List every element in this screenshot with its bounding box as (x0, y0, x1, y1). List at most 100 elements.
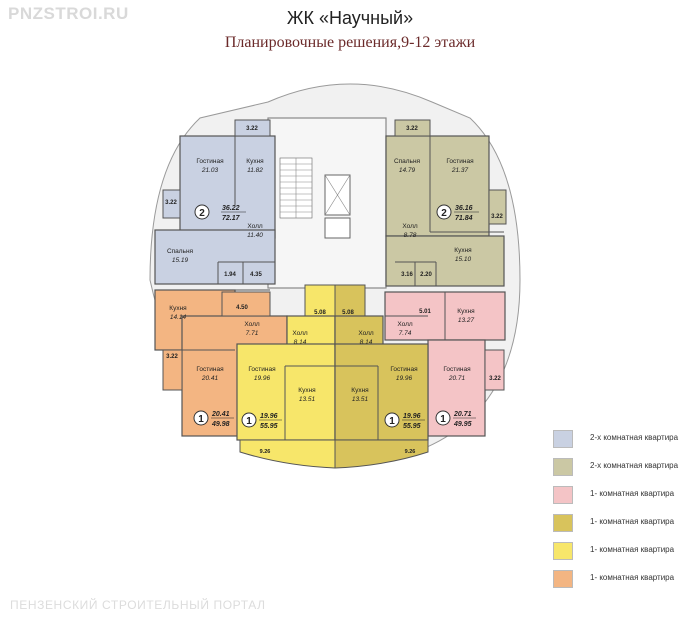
pk-hall-area: 7.74 (399, 330, 412, 337)
bl-wc1-area: 1.94 (224, 272, 236, 278)
svg-text:1: 1 (198, 414, 204, 425)
ol-wc1-area: 3.16 (401, 272, 413, 278)
pk-wc-area: 5.01 (419, 309, 431, 315)
svg-text:55.95: 55.95 (403, 423, 421, 430)
bl-living-area: 21.03 (201, 167, 219, 174)
legend-label: 1- комнатная квартира (590, 517, 675, 526)
yl-kitchen-name: Кухня (298, 387, 316, 394)
ol-kitchen-area: 15.10 (455, 256, 472, 263)
ol-living-name: Гостиная (446, 158, 474, 165)
bl-kitchen-name: Кухня (246, 158, 264, 165)
legend-swatch (553, 514, 573, 532)
or-kitchen-name: Кухня (169, 305, 187, 312)
dy-kitchen-name: Кухня (351, 387, 369, 394)
page-title: ЖК «Научный» (286, 8, 414, 28)
legend-item: 1- комнатная квартира (553, 512, 700, 540)
legend-label: 1- комнатная квартира (590, 489, 675, 498)
or-hall-name: Холл (244, 321, 260, 328)
pk-living-name: Гостиная (443, 366, 471, 373)
ol-balcony2-area: 3.22 (491, 214, 503, 220)
legend: 2-х комнатная квартира 2-х комнатная ква… (553, 428, 700, 596)
elevator-shaft-2 (324, 217, 351, 239)
legend-item: 1- комнатная квартира (553, 568, 700, 596)
legend-item: 2-х комнатная квартира (553, 456, 700, 484)
badge-blue: 2 36.22 72.17 (194, 204, 246, 222)
badge-pink: 1 20.71 49.95 (435, 410, 476, 428)
ol-hall-area: 8.78 (404, 232, 417, 239)
bl-wc2-area: 4.35 (250, 272, 262, 278)
page-subtitle: Планировочные решения,9-12 этажи (224, 34, 476, 51)
badge-dark-yellow: 1 19.96 55.95 (384, 412, 425, 430)
legend-swatch (553, 486, 573, 504)
legend-swatch (553, 458, 573, 476)
bl-bed-name: Спальня (167, 248, 194, 255)
pk-living-area: 20.71 (448, 375, 466, 382)
yl-hall-name: Холл (292, 330, 308, 337)
or-balcony-area: 3.22 (166, 354, 178, 360)
legend-swatch (553, 570, 573, 588)
dy-wc-area: 5.08 (342, 310, 354, 316)
svg-text:20.41: 20.41 (211, 411, 230, 418)
bl-living-name: Гостиная (196, 158, 224, 165)
svg-text:19.96: 19.96 (260, 413, 278, 420)
or-living-area: 20.41 (201, 375, 219, 382)
dy-living-name: Гостиная (390, 366, 418, 373)
pk-balcony-area: 3.22 (489, 376, 501, 382)
badge-olive: 2 36.16 71.84 (436, 204, 479, 222)
svg-text:55.95: 55.95 (260, 423, 278, 430)
legend-label: 2-х комнатная квартира (590, 461, 679, 470)
ol-wc2-area: 2.20 (420, 272, 432, 278)
bl-bed-area: 15.19 (172, 257, 189, 264)
dy-balcony-area: 9.26 (405, 449, 416, 455)
ol-balcony-area: 3.22 (406, 126, 418, 132)
svg-text:72.17: 72.17 (222, 215, 241, 222)
badge-orange: 1 20.41 49.98 (193, 410, 234, 428)
ol-kitchen-name: Кухня (454, 247, 472, 254)
legend-item: 2-х комнатная квартира (553, 428, 700, 456)
svg-text:2: 2 (441, 208, 447, 219)
svg-text:19.96: 19.96 (403, 413, 421, 420)
ol-bed-name: Спальня (394, 158, 421, 165)
svg-text:49.95: 49.95 (453, 421, 472, 428)
staircase (279, 157, 313, 219)
svg-text:49.98: 49.98 (211, 421, 230, 428)
svg-text:1: 1 (246, 416, 252, 427)
svg-text:1: 1 (389, 416, 395, 427)
svg-text:36.22: 36.22 (222, 205, 240, 212)
apartment-blue (154, 119, 276, 285)
ol-bed-area: 14.79 (399, 167, 416, 174)
badge-yellow: 1 19.96 55.95 (241, 412, 282, 430)
ol-hall-name: Холл (402, 223, 418, 230)
pk-kitchen-area: 13.27 (458, 317, 475, 324)
apartment-dark-yellow (334, 284, 429, 469)
svg-text:2: 2 (199, 208, 205, 219)
dy-hall-area: 8.14 (360, 339, 373, 346)
apartment-olive (385, 119, 507, 287)
legend-item: 1- комнатная квартира (553, 484, 700, 512)
legend-label: 1- комнатная квартира (590, 573, 675, 582)
dy-kitchen-area: 13.51 (352, 396, 369, 403)
pk-kitchen-name: Кухня (457, 308, 475, 315)
legend-label: 2-х комнатная квартира (590, 433, 679, 442)
bl-hall-area: 11.40 (247, 232, 263, 239)
yl-balcony-area: 9.26 (260, 449, 271, 455)
svg-text:20.71: 20.71 (453, 411, 472, 418)
site-watermark: PNZSTROI.RU (8, 4, 129, 23)
or-hall-area: 7.71 (246, 330, 259, 337)
bl-hall-name: Холл (247, 223, 263, 230)
yl-hall-area: 8.14 (294, 339, 307, 346)
legend-swatch (553, 430, 573, 448)
dy-hall-name: Холл (358, 330, 374, 337)
bl-balcony-area: 3.22 (246, 126, 258, 132)
or-kitchen-area: 14.14 (170, 314, 187, 321)
svg-text:71.84: 71.84 (455, 215, 473, 222)
yl-kitchen-area: 13.51 (299, 396, 316, 403)
yl-living-area: 19.96 (254, 375, 271, 382)
or-living-name: Гостиная (196, 366, 224, 373)
bl-balcony2-area: 3.22 (165, 200, 177, 206)
legend-swatch (553, 542, 573, 560)
or-wc-area: 4.50 (236, 305, 248, 311)
bl-kitchen-area: 11.82 (247, 167, 263, 174)
yl-living-name: Гостиная (248, 366, 276, 373)
